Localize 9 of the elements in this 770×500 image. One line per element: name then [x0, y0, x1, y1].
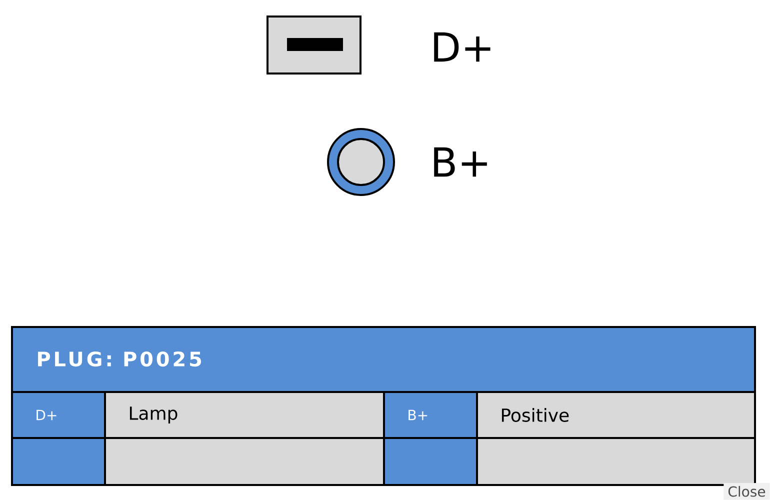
terminal-circle — [327, 128, 395, 196]
table-cell: Lamp — [105, 392, 384, 438]
table-cell: D+ — [12, 392, 105, 438]
table-cell: Positive — [477, 392, 755, 438]
connector-pin-box — [266, 16, 362, 74]
table-cell: B+ — [384, 392, 477, 438]
pin-label: D+ — [434, 32, 490, 62]
close-button: Close — [724, 482, 770, 500]
pin-label: B+ — [434, 147, 487, 177]
